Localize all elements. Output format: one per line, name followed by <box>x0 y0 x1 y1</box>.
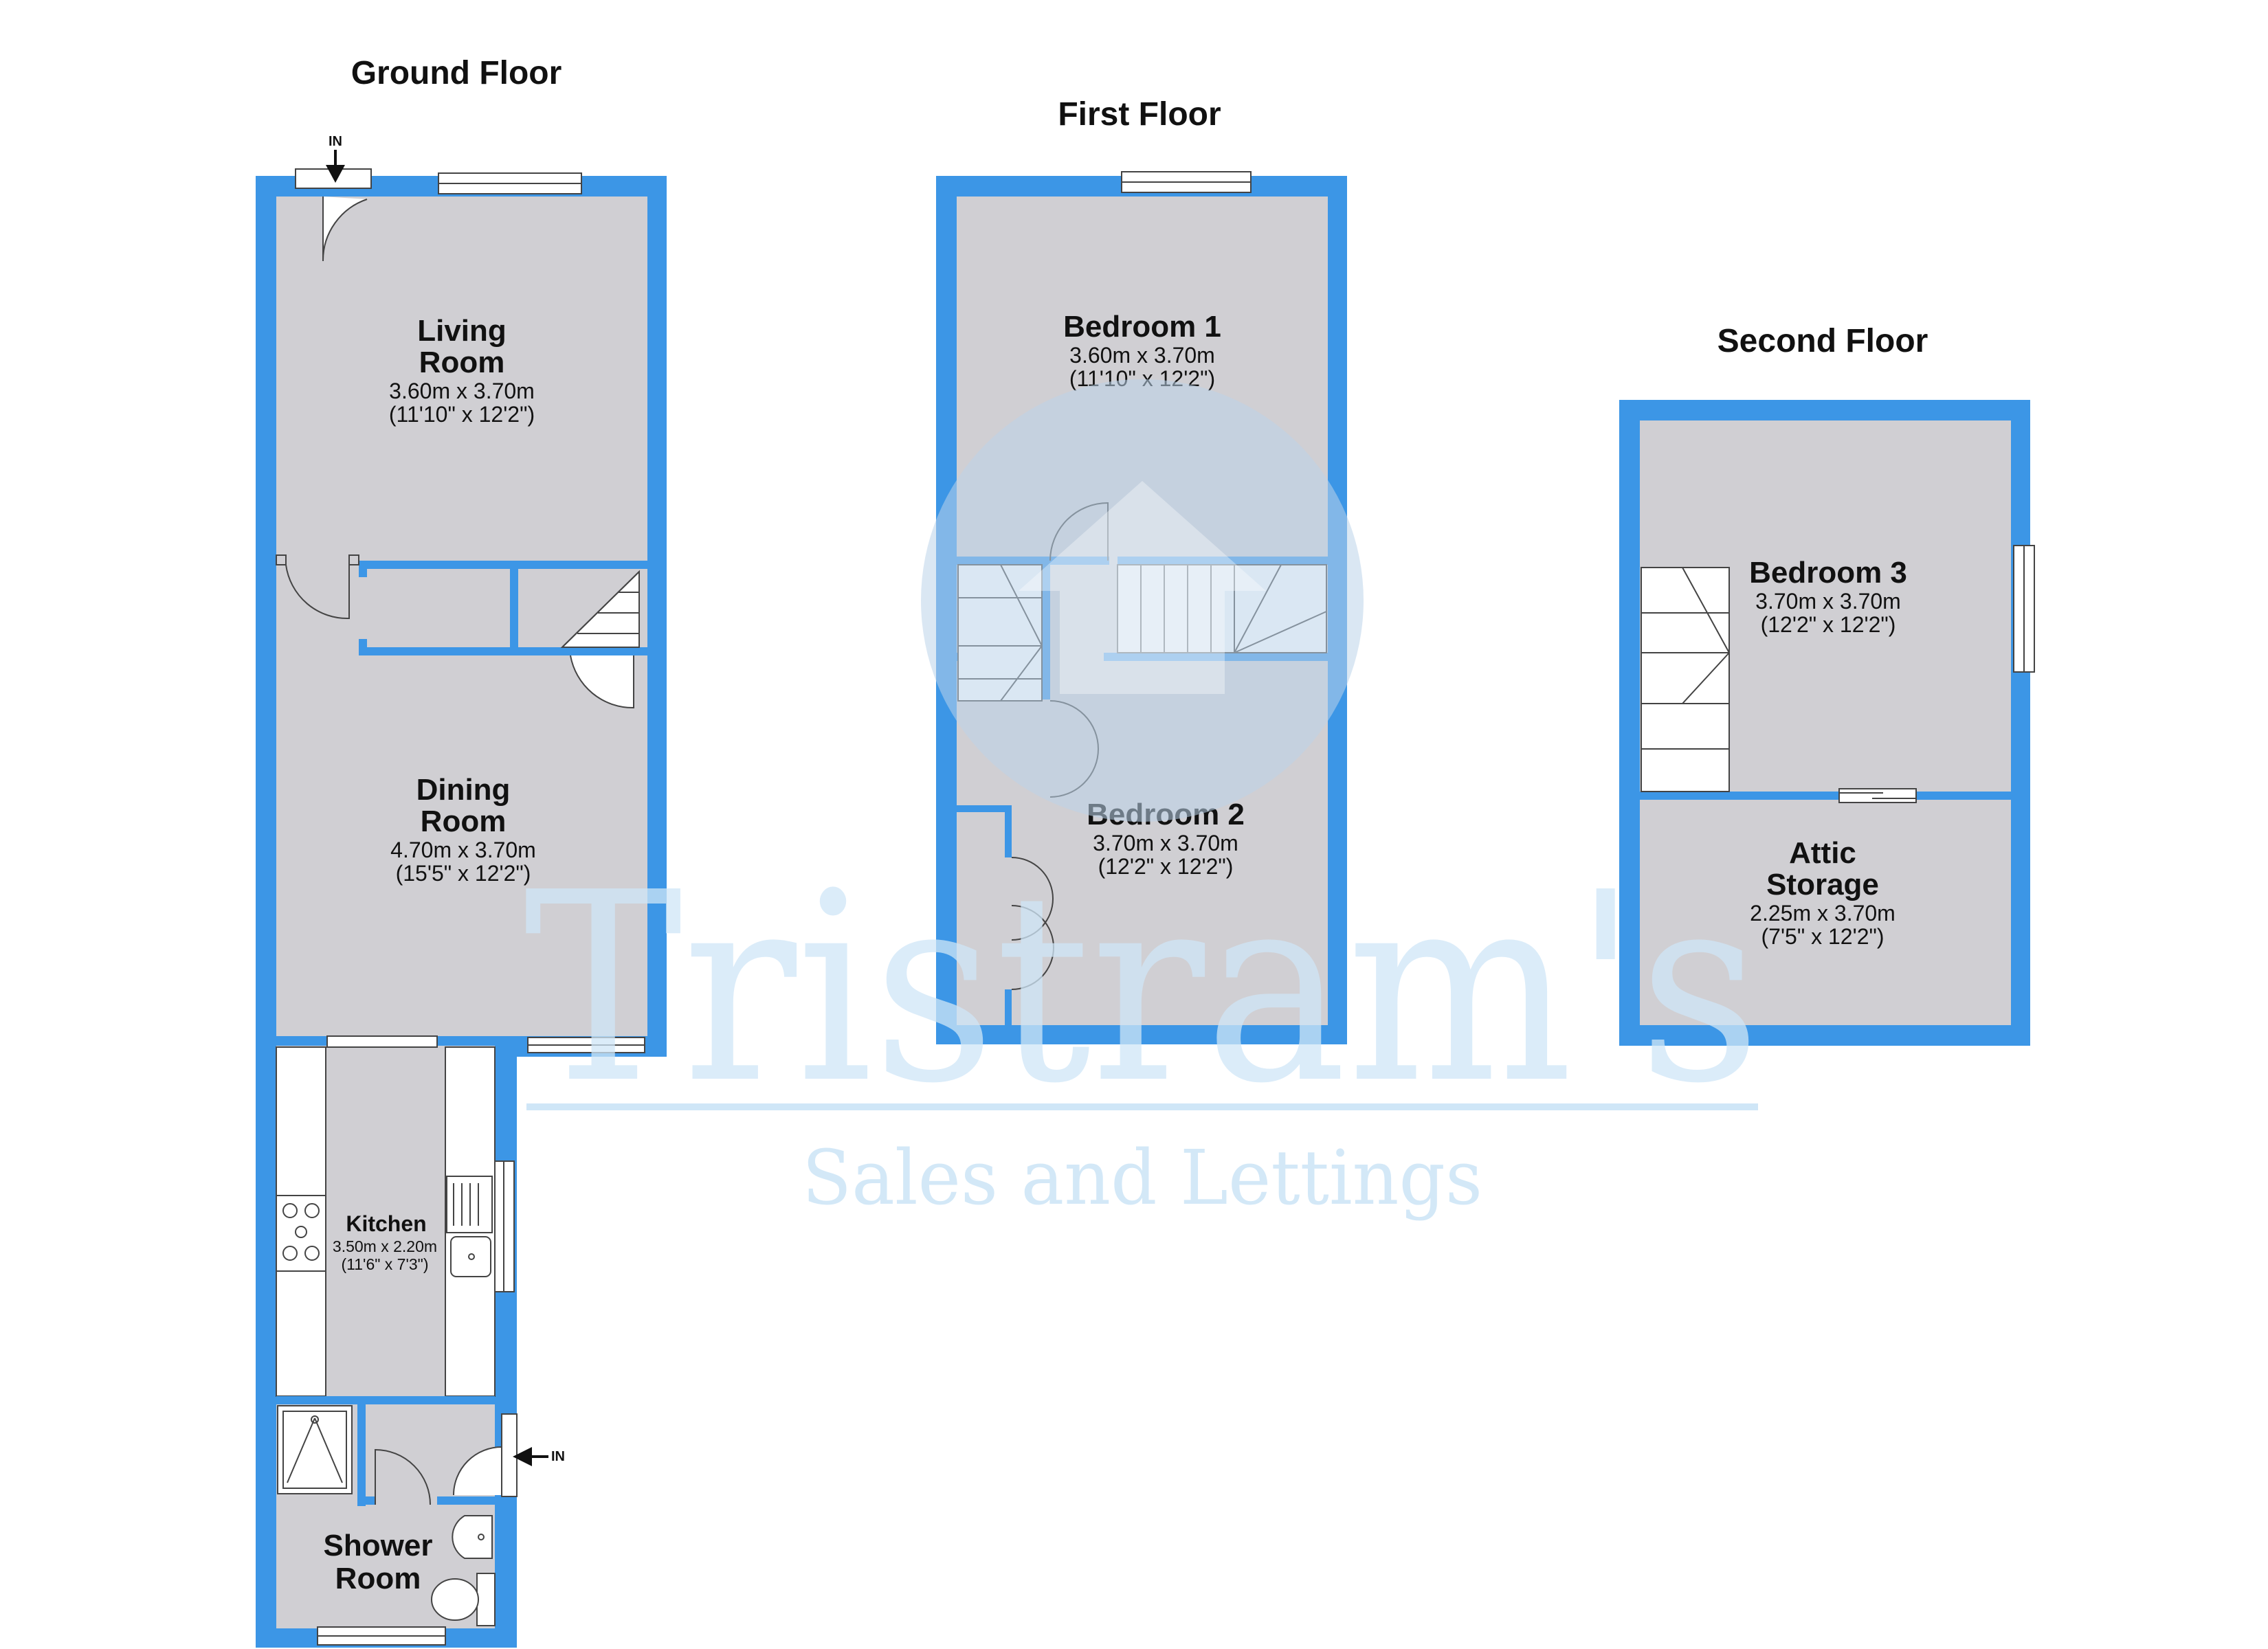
stairs-left <box>957 564 1043 702</box>
bedroom-1-dim-ft: (11'10" x 12'2") <box>1069 366 1215 391</box>
entrance-label-side: IN <box>551 1449 565 1464</box>
bedroom-2-dim-m: 3.70m x 3.70m <box>1093 831 1238 855</box>
landing-door-gap <box>1109 557 1118 566</box>
sink-drain <box>468 1253 475 1260</box>
hob-ring <box>282 1203 298 1218</box>
shower-line <box>287 1417 315 1483</box>
hob-ring <box>304 1246 320 1261</box>
stairs-right <box>1117 564 1327 653</box>
wardrobe-door-swing <box>1011 857 1054 941</box>
shower-room-door-swing <box>375 1448 431 1505</box>
cupboard-divider <box>510 561 518 655</box>
living-room-name-1: Living <box>417 314 507 348</box>
shower-room-name-1: Shower <box>324 1529 433 1562</box>
door-jamb <box>276 554 287 565</box>
stairs-second <box>1641 567 1730 792</box>
shower-room-name-2: Room <box>335 1562 421 1595</box>
entrance-label-top: IN <box>329 134 342 149</box>
shower-line <box>314 1417 343 1483</box>
stair-winder <box>1682 652 1730 704</box>
second-floor-title: Second Floor <box>1717 323 1928 359</box>
entrance-arrow-top <box>326 165 345 183</box>
bedroom-3-dim-m: 3.70m x 3.70m <box>1755 589 1901 614</box>
door-jamb <box>348 554 359 565</box>
living-door-swing <box>285 564 350 620</box>
cupboard-wall-top <box>359 561 647 569</box>
side-door-frame <box>501 1413 518 1497</box>
living-room-name-2: Room <box>419 346 505 379</box>
wash-basin <box>452 1515 493 1559</box>
hob <box>276 1195 326 1272</box>
living-room-dim-m: 3.60m x 3.70m <box>389 379 535 403</box>
bedroom-1-dim-m: 3.60m x 3.70m <box>1069 343 1215 368</box>
wc-pan <box>431 1578 479 1621</box>
watermark-tagline: Sales and Lettings <box>802 1134 1482 1222</box>
bedroom-3-dim-ft: (12'2" x 12'2") <box>1761 612 1896 637</box>
bedroom-2-name: Bedroom 2 <box>1087 798 1245 831</box>
cupboard-wall-left-stub <box>359 561 367 577</box>
first-floor: First Floor <box>936 96 1347 1044</box>
attic-storage-name-2: Storage <box>1766 868 1879 901</box>
shower-tray <box>277 1405 353 1494</box>
ground-floor: Ground Floor <box>256 55 667 1648</box>
shower-head <box>311 1415 319 1424</box>
stair-winder <box>1682 567 1730 653</box>
wardrobe-door-swing <box>1011 905 1054 990</box>
kitchen-patio-door <box>326 1035 438 1048</box>
living-room-floor <box>276 197 647 565</box>
bedroom-2-dim-ft: (12'2" x 12'2") <box>1098 854 1234 879</box>
entrance-arrow-side <box>513 1447 532 1466</box>
dining-room-name-2: Room <box>421 805 507 838</box>
hob-ring <box>282 1246 298 1261</box>
attic-sliding-door <box>1838 788 1917 803</box>
wc-cistern <box>476 1573 496 1626</box>
dining-room-name-1: Dining <box>416 773 511 807</box>
attic-storage-floor <box>1640 800 2011 1025</box>
hob-ring <box>295 1226 307 1238</box>
bedroom-3-name: Bedroom 3 <box>1749 556 1907 590</box>
kitchen-sink <box>450 1236 491 1277</box>
cupboard-door-swing <box>570 655 634 709</box>
front-door-swing <box>322 197 368 262</box>
shower-partition <box>357 1396 366 1506</box>
shower-tray-inner <box>282 1411 347 1489</box>
landing-wall-right <box>1104 653 1328 661</box>
attic-storage-name-1: Attic <box>1789 836 1856 870</box>
landing-stair-wall <box>1042 565 1050 699</box>
wardrobe-wall-side <box>1005 805 1012 857</box>
shower-wall-stub <box>357 1496 375 1505</box>
basin-drain <box>478 1534 485 1540</box>
attic-storage-dim-ft: (7'5" x 12'2") <box>1761 924 1884 949</box>
cupboard-wall-bottom <box>359 647 647 655</box>
landing-wall-top <box>957 557 1328 565</box>
kitchen-name: Kitchen <box>346 1211 426 1236</box>
kitchen-dim-m: 3.50m x 2.20m <box>333 1237 437 1255</box>
second-floor: Second Floor Bedroom 3 3.70m x 3.70m (12… <box>1619 323 2035 1046</box>
first-floor-title: First Floor <box>1058 96 1221 133</box>
dining-room-dim-m: 4.70m x 3.70m <box>390 838 536 862</box>
attic-wall <box>1640 792 2011 800</box>
living-room-dim-ft: (11'10" x 12'2") <box>389 402 535 427</box>
dining-room-dim-ft: (15'5" x 12'2") <box>396 861 531 886</box>
side-door-swing <box>453 1446 502 1496</box>
kitchen-dim-ft: (11'6" x 7'3") <box>342 1255 429 1273</box>
attic-storage-dim-m: 2.25m x 3.70m <box>1750 901 1895 926</box>
wardrobe-wall <box>957 805 1009 812</box>
hob-ring <box>304 1203 320 1218</box>
lobby-wall-bottom <box>437 1496 495 1505</box>
watermark-rule <box>526 1103 1758 1110</box>
ground-floor-title: Ground Floor <box>351 55 562 91</box>
stairs-line <box>562 571 640 648</box>
wardrobe-wall-side-2 <box>1005 989 1012 1025</box>
lobby-wall <box>437 1396 495 1404</box>
bedroom-1-name: Bedroom 1 <box>1063 310 1221 344</box>
